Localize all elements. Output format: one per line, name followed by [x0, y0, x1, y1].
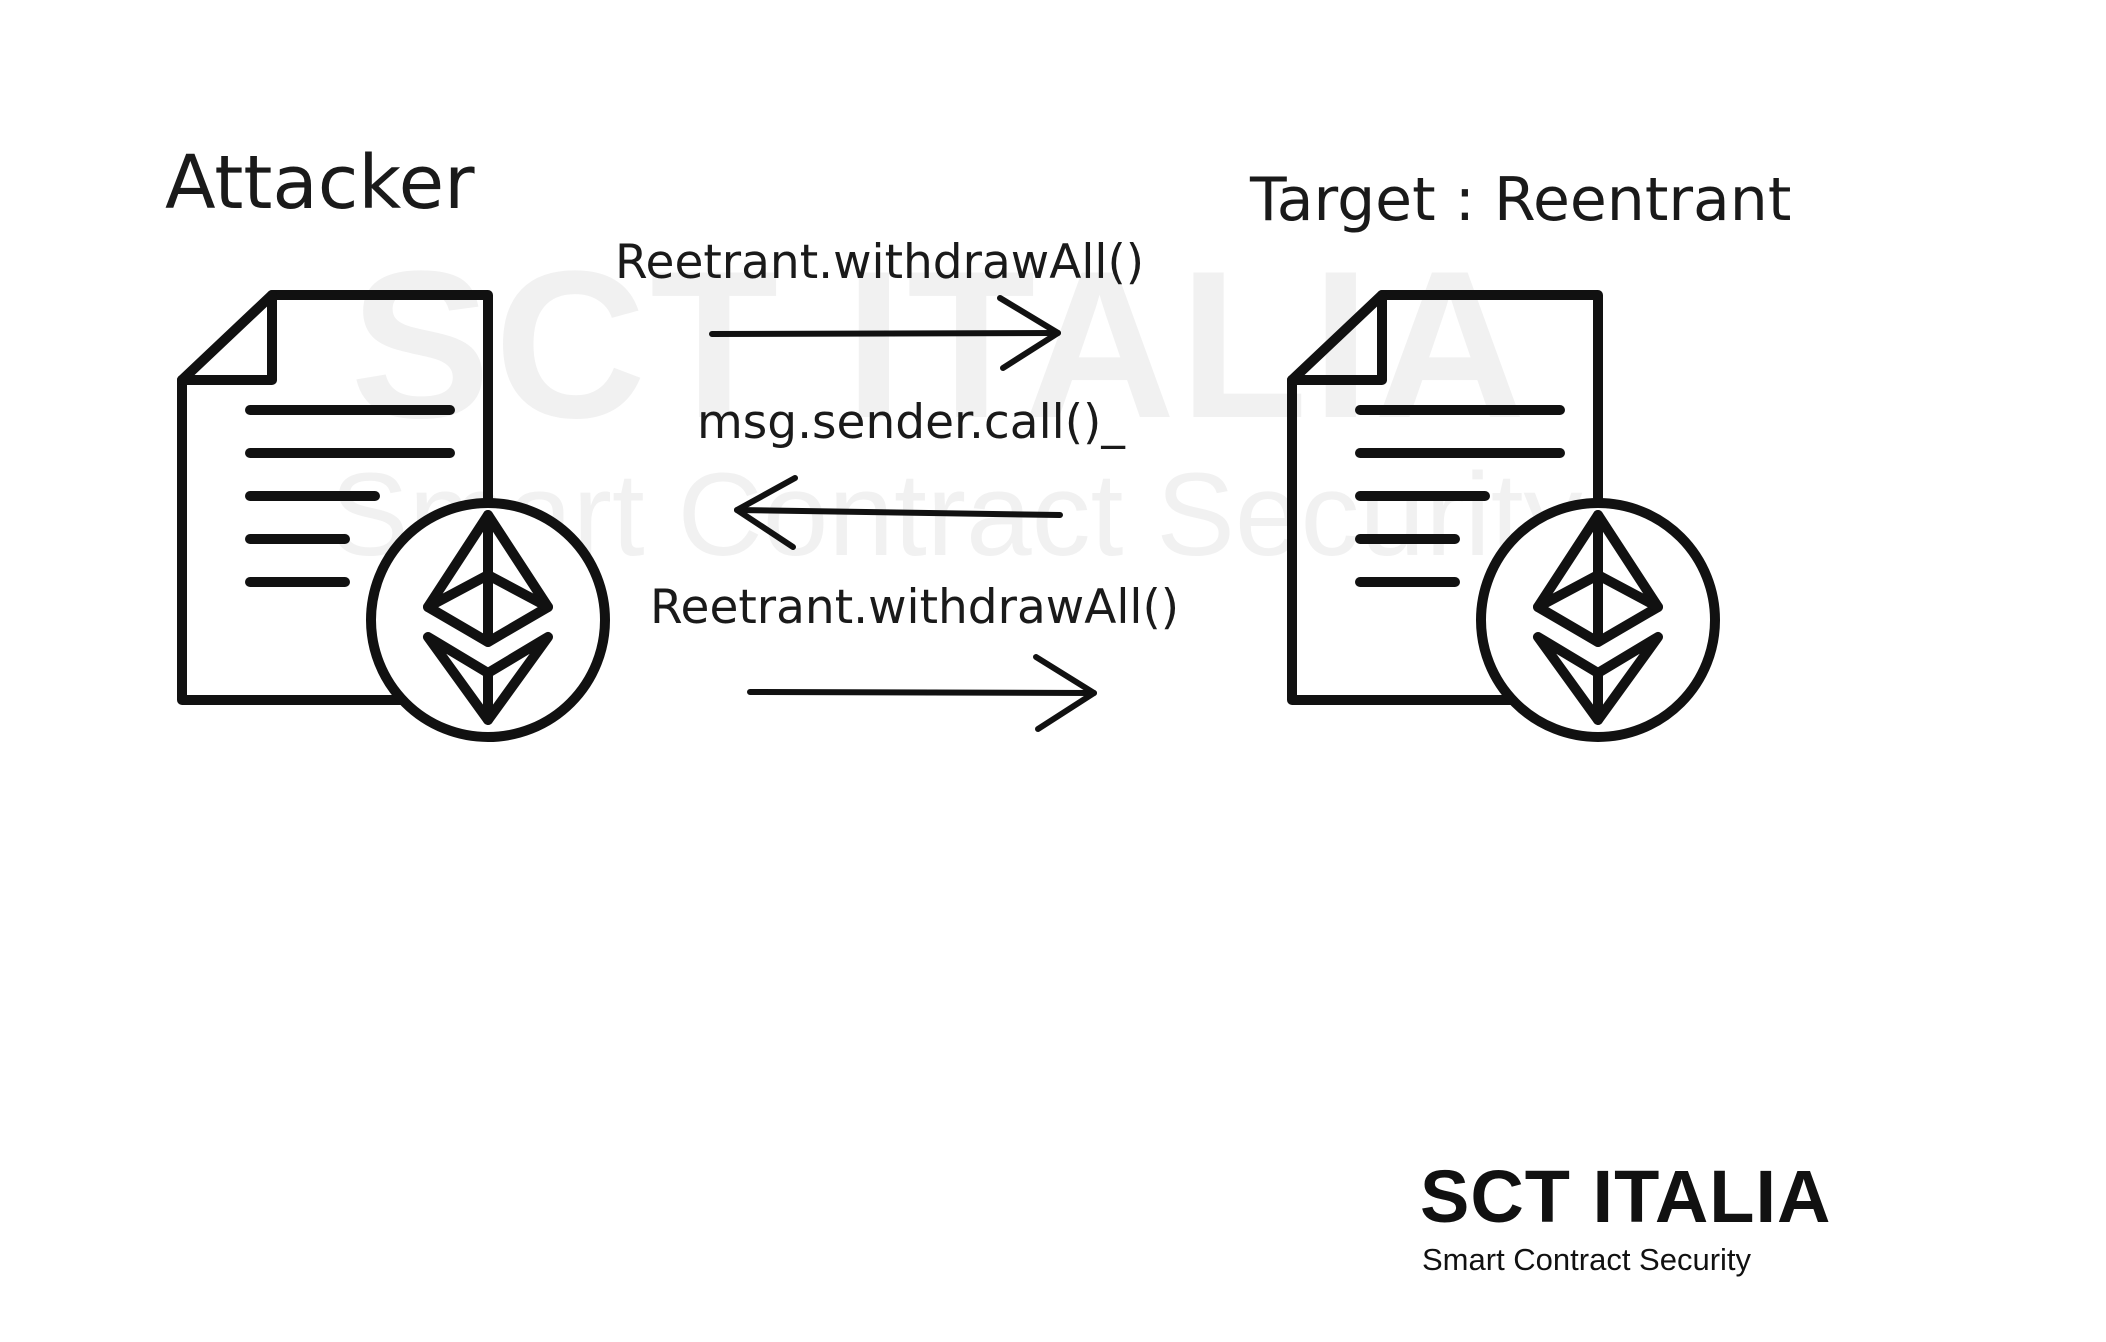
attacker-title: Attacker: [165, 140, 475, 226]
target-contract-icon: [1287, 290, 1720, 742]
arrow-left-icon: [734, 475, 1063, 550]
attacker-contract-icon: [177, 290, 610, 742]
arrow-right-icon: [709, 295, 1061, 371]
arrow-right-icon: [747, 654, 1097, 732]
call-label-3: Reetrant.withdrawAll(): [650, 580, 1180, 635]
logo-brand: SCT ITALIA: [1420, 1155, 1832, 1238]
call-label-2: msg.sender.call()_: [697, 395, 1125, 450]
logo-tagline: Smart Contract Security: [1422, 1242, 1752, 1277]
sct-italia-logo: SCT ITALIA Smart Contract Security: [1420, 1160, 1831, 1278]
target-title: Target : Reentrant: [1250, 165, 1792, 235]
call-label-1: Reetrant.withdrawAll(): [615, 235, 1145, 290]
